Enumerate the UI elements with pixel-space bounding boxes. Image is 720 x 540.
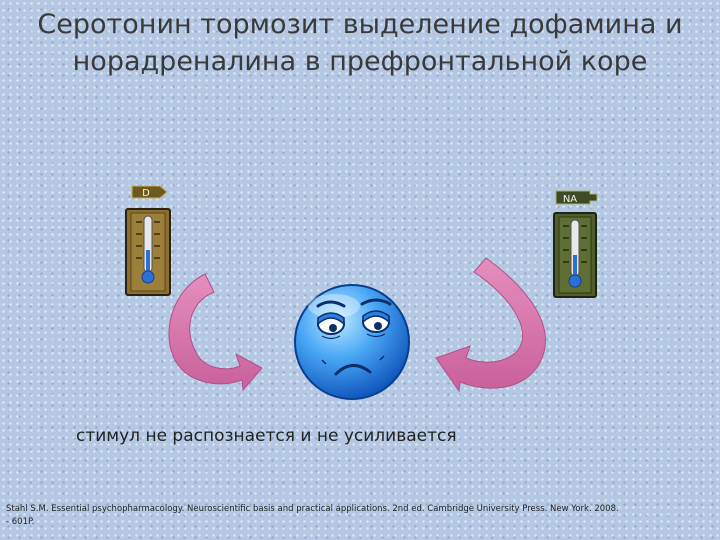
title-line-2: норадреналина в префронтальной коре (72, 46, 648, 77)
dopamine-tag-label: D (142, 188, 150, 199)
citation-line-2: - 601P. (6, 517, 35, 527)
noradrenaline-thermometer: NA (553, 190, 598, 298)
noradrenaline-tag: NA (555, 190, 598, 205)
slide-title: Серотонин тормозит выделение дофамина и … (0, 6, 720, 80)
right-curved-arrow (435, 257, 546, 393)
noradrenaline-tag-label: NA (563, 194, 577, 205)
dopamine-tag: D (131, 185, 168, 199)
citation: Stahl S.M. Essential psychopharmacology.… (6, 503, 712, 529)
title-line-1: Серотонин тормозит выделение дофамина и (37, 9, 683, 40)
sad-tired-face-icon (294, 284, 410, 400)
dopamine-thermometer: D (125, 185, 171, 296)
left-curved-arrow (168, 273, 263, 392)
caption: стимул не распознается и не усиливается (76, 426, 457, 446)
citation-line-1: Stahl S.M. Essential psychopharmacology.… (6, 504, 619, 514)
